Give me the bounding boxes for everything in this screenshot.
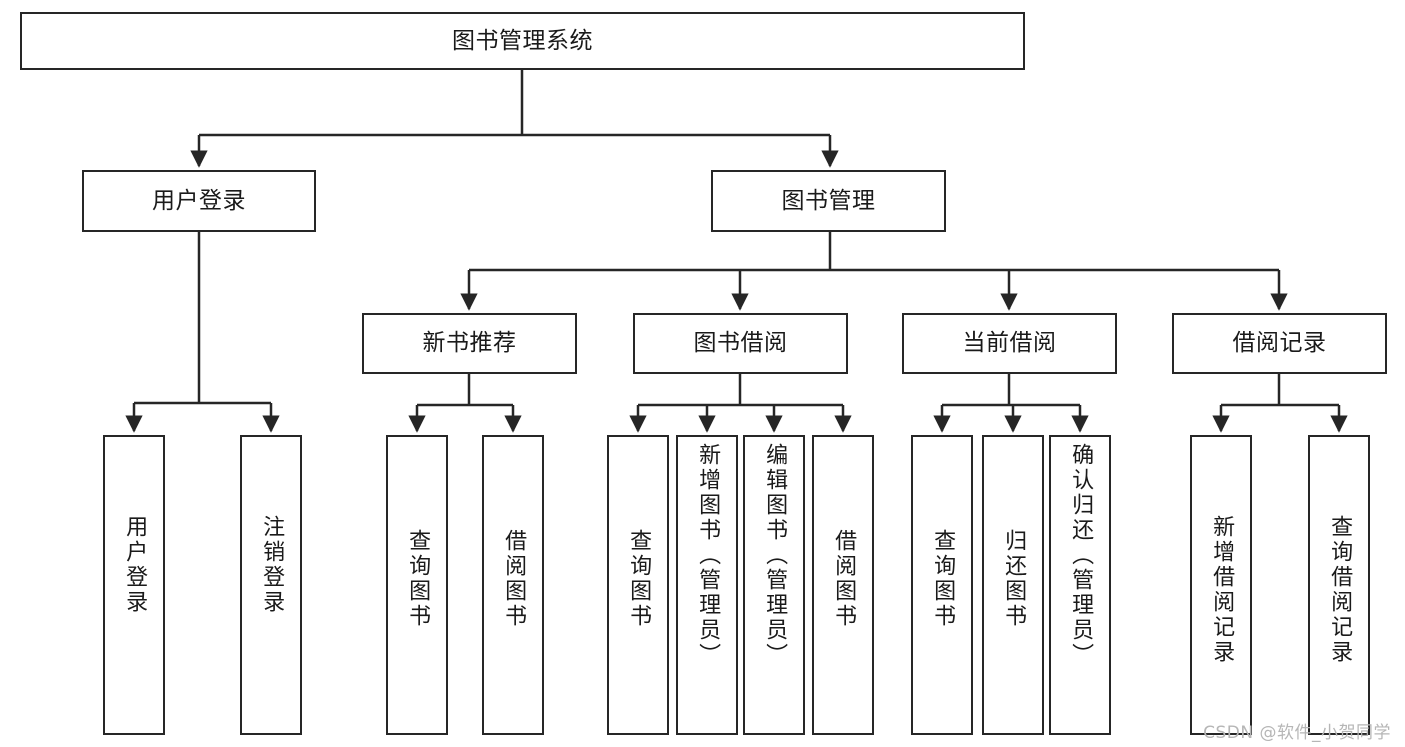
node-root[interactable]: 图书管理系统 bbox=[20, 12, 1025, 70]
node-leaf-edit-book[interactable]: 编辑图书（管理员） bbox=[743, 435, 805, 735]
node-user-login-label: 用户登录 bbox=[152, 187, 246, 214]
node-new-book-rec[interactable]: 新书推荐 bbox=[362, 313, 577, 374]
node-leaf-query-book-3[interactable]: 查询图书 bbox=[911, 435, 973, 735]
node-leaf-edit-book-label: 编辑图书（管理员） bbox=[762, 443, 788, 668]
node-leaf-confirm-return-label: 确认归还（管理员） bbox=[1068, 443, 1094, 668]
node-leaf-query-book-1-label: 查询图书 bbox=[405, 529, 431, 629]
node-leaf-query-book-2[interactable]: 查询图书 bbox=[607, 435, 669, 735]
node-current-borrow-label: 当前借阅 bbox=[962, 330, 1057, 357]
node-leaf-confirm-return[interactable]: 确认归还（管理员） bbox=[1049, 435, 1111, 735]
node-leaf-return-book[interactable]: 归还图书 bbox=[982, 435, 1044, 735]
node-leaf-add-record[interactable]: 新增借阅记录 bbox=[1190, 435, 1252, 735]
node-leaf-query-book-1[interactable]: 查询图书 bbox=[386, 435, 448, 735]
node-leaf-query-record[interactable]: 查询借阅记录 bbox=[1308, 435, 1370, 735]
node-leaf-add-book[interactable]: 新增图书（管理员） bbox=[676, 435, 738, 735]
node-leaf-user-logout-label: 注销登录 bbox=[259, 515, 285, 615]
node-book-borrow-label: 图书借阅 bbox=[693, 330, 788, 357]
node-book-borrow[interactable]: 图书借阅 bbox=[633, 313, 848, 374]
node-leaf-query-book-2-label: 查询图书 bbox=[626, 529, 652, 629]
node-user-login[interactable]: 用户登录 bbox=[82, 170, 316, 232]
node-borrow-record-label: 借阅记录 bbox=[1232, 330, 1327, 357]
node-leaf-add-record-label: 新增借阅记录 bbox=[1209, 515, 1235, 665]
node-leaf-borrow-book-1[interactable]: 借阅图书 bbox=[482, 435, 544, 735]
node-leaf-borrow-book-2-label: 借阅图书 bbox=[831, 529, 857, 629]
watermark: CSDN @软件_小贺同学 bbox=[1203, 723, 1391, 743]
node-leaf-query-record-label: 查询借阅记录 bbox=[1327, 515, 1353, 665]
node-leaf-borrow-book-2[interactable]: 借阅图书 bbox=[812, 435, 874, 735]
node-leaf-query-book-3-label: 查询图书 bbox=[930, 529, 956, 629]
node-current-borrow[interactable]: 当前借阅 bbox=[902, 313, 1117, 374]
node-borrow-record[interactable]: 借阅记录 bbox=[1172, 313, 1387, 374]
node-leaf-return-book-label: 归还图书 bbox=[1001, 529, 1027, 629]
node-leaf-add-book-label: 新增图书（管理员） bbox=[695, 443, 721, 668]
node-book-manage[interactable]: 图书管理 bbox=[711, 170, 946, 232]
node-root-label: 图书管理系统 bbox=[452, 27, 593, 54]
node-leaf-borrow-book-1-label: 借阅图书 bbox=[501, 529, 527, 629]
node-book-manage-label: 图书管理 bbox=[781, 187, 876, 214]
node-leaf-user-login[interactable]: 用户登录 bbox=[103, 435, 165, 735]
node-leaf-user-login-label: 用户登录 bbox=[122, 515, 148, 615]
node-new-book-rec-label: 新书推荐 bbox=[422, 330, 517, 357]
node-leaf-user-logout[interactable]: 注销登录 bbox=[240, 435, 302, 735]
